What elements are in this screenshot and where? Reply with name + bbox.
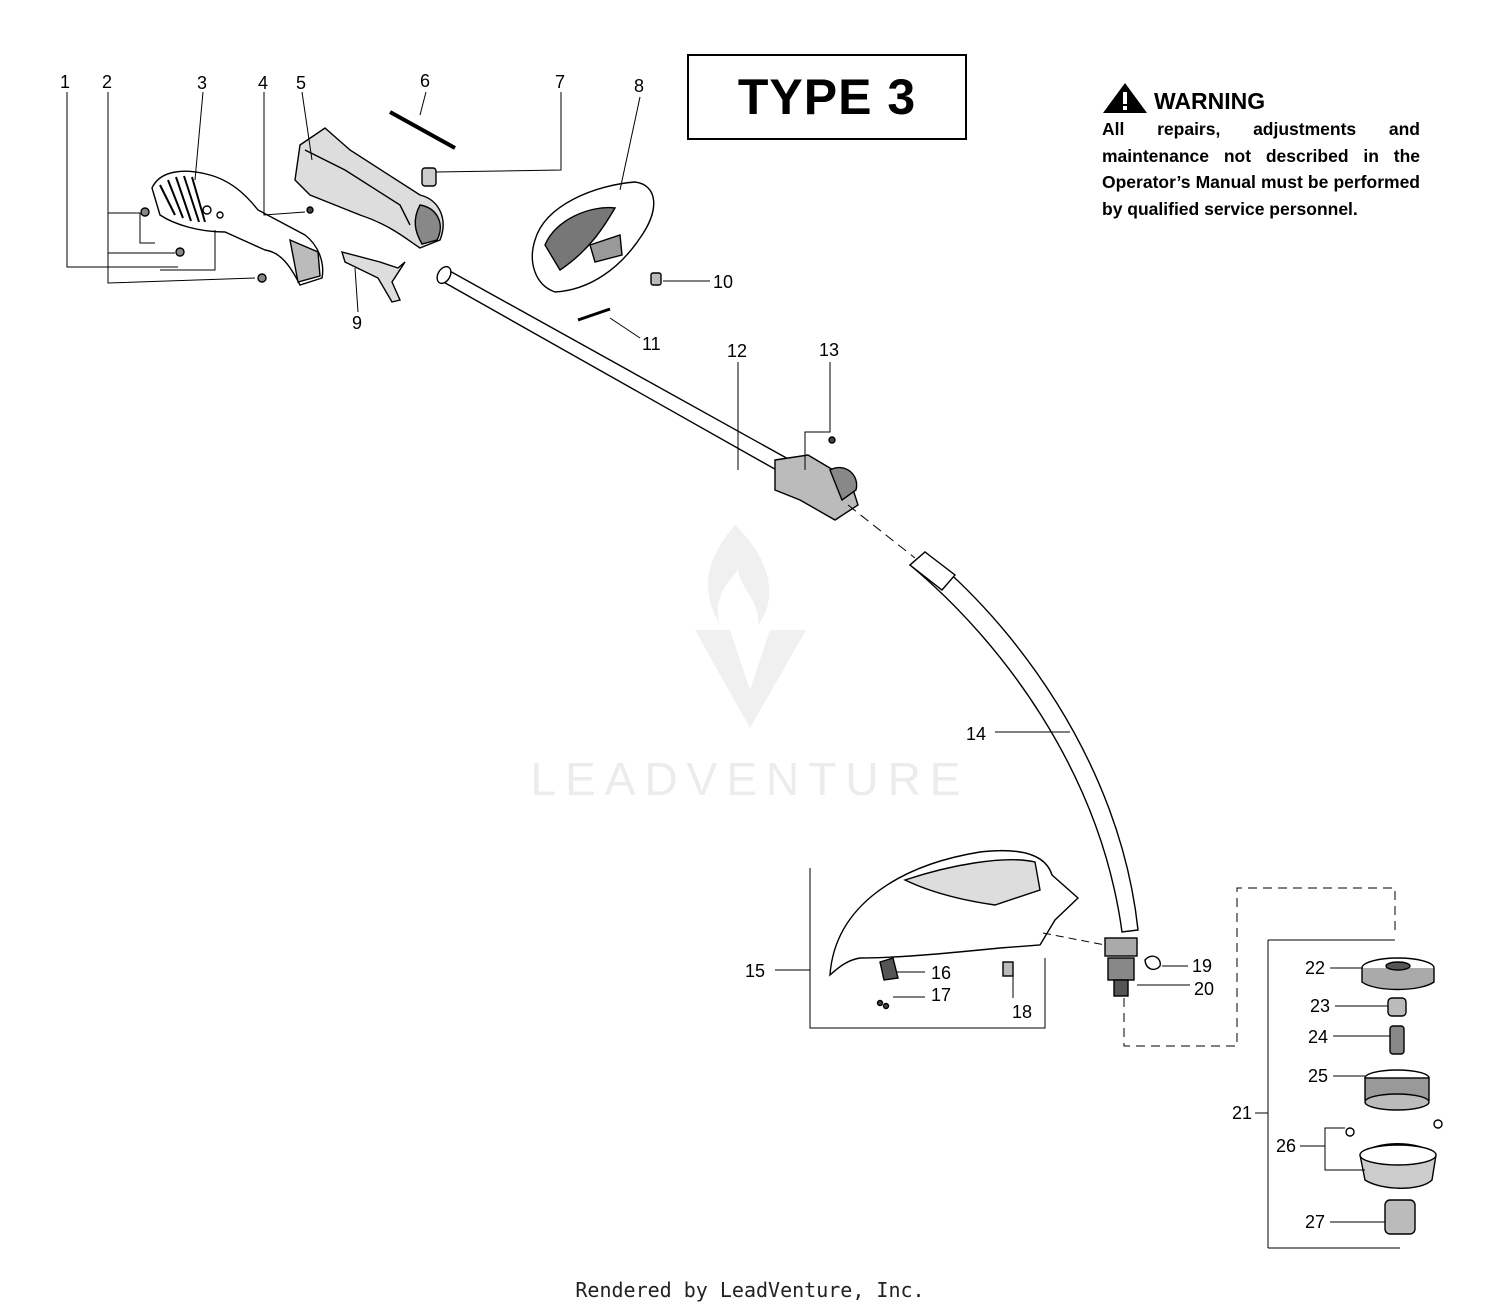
callout-12: 12 xyxy=(727,341,747,361)
trimmer-head-parts xyxy=(1345,957,1443,1235)
warning-header: WARNING xyxy=(1102,82,1420,114)
leader-lines xyxy=(66,91,1400,1249)
callout-10: 10 xyxy=(713,272,733,292)
callout-5: 5 xyxy=(296,73,306,93)
callout-26: 26 xyxy=(1276,1136,1296,1156)
warning-text: All repairs, adjustments and maintenance… xyxy=(1102,119,1420,219)
handle-assembly xyxy=(140,110,456,303)
callout-6: 6 xyxy=(420,71,430,91)
callout-2: 2 xyxy=(102,72,112,92)
lower-shaft xyxy=(908,551,1161,997)
callout-1: 1 xyxy=(60,72,70,92)
warning-block: WARNING All repairs, adjustments and mai… xyxy=(1102,82,1420,222)
callout-21: 21 xyxy=(1232,1103,1252,1123)
callout-11: 11 xyxy=(642,334,661,354)
callout-24: 24 xyxy=(1308,1027,1328,1047)
type-label-box: TYPE 3 xyxy=(687,54,967,140)
callout-8: 8 xyxy=(634,76,644,96)
callout-25: 25 xyxy=(1308,1066,1328,1086)
grip-cover xyxy=(531,181,655,293)
callout-13: 13 xyxy=(819,340,839,360)
callout-27: 27 xyxy=(1305,1212,1325,1232)
assembly-line xyxy=(847,504,916,559)
warning-title: WARNING xyxy=(1154,88,1266,114)
callout-4: 4 xyxy=(258,73,268,93)
callout-17: 17 xyxy=(931,985,951,1005)
callout-15: 15 xyxy=(745,961,765,981)
callout-numbers: 1 2 3 4 5 6 7 8 9 10 11 12 13 14 15 16 1… xyxy=(60,71,1330,1232)
watermark-text: LEADVENTURE xyxy=(530,753,970,805)
callout-18: 18 xyxy=(1012,1002,1032,1022)
callout-3: 3 xyxy=(197,73,207,93)
small-hardware xyxy=(577,272,662,322)
callout-9: 9 xyxy=(352,313,362,333)
callout-19: 19 xyxy=(1192,956,1212,976)
callout-23: 23 xyxy=(1310,996,1330,1016)
leadventure-flame-logo xyxy=(695,525,806,728)
type-label: TYPE 3 xyxy=(737,69,917,125)
callout-7: 7 xyxy=(555,72,565,92)
callout-16: 16 xyxy=(931,963,951,983)
upper-shaft xyxy=(436,265,859,521)
callout-20: 20 xyxy=(1194,979,1214,999)
cutting-guard xyxy=(829,849,1080,1010)
callout-14: 14 xyxy=(966,724,986,744)
callout-22: 22 xyxy=(1305,958,1325,978)
warning-triangle-icon xyxy=(1103,83,1147,113)
footer-credit: Rendered by LeadVenture, Inc. xyxy=(575,1278,925,1302)
assembly-line xyxy=(1042,932,1106,946)
